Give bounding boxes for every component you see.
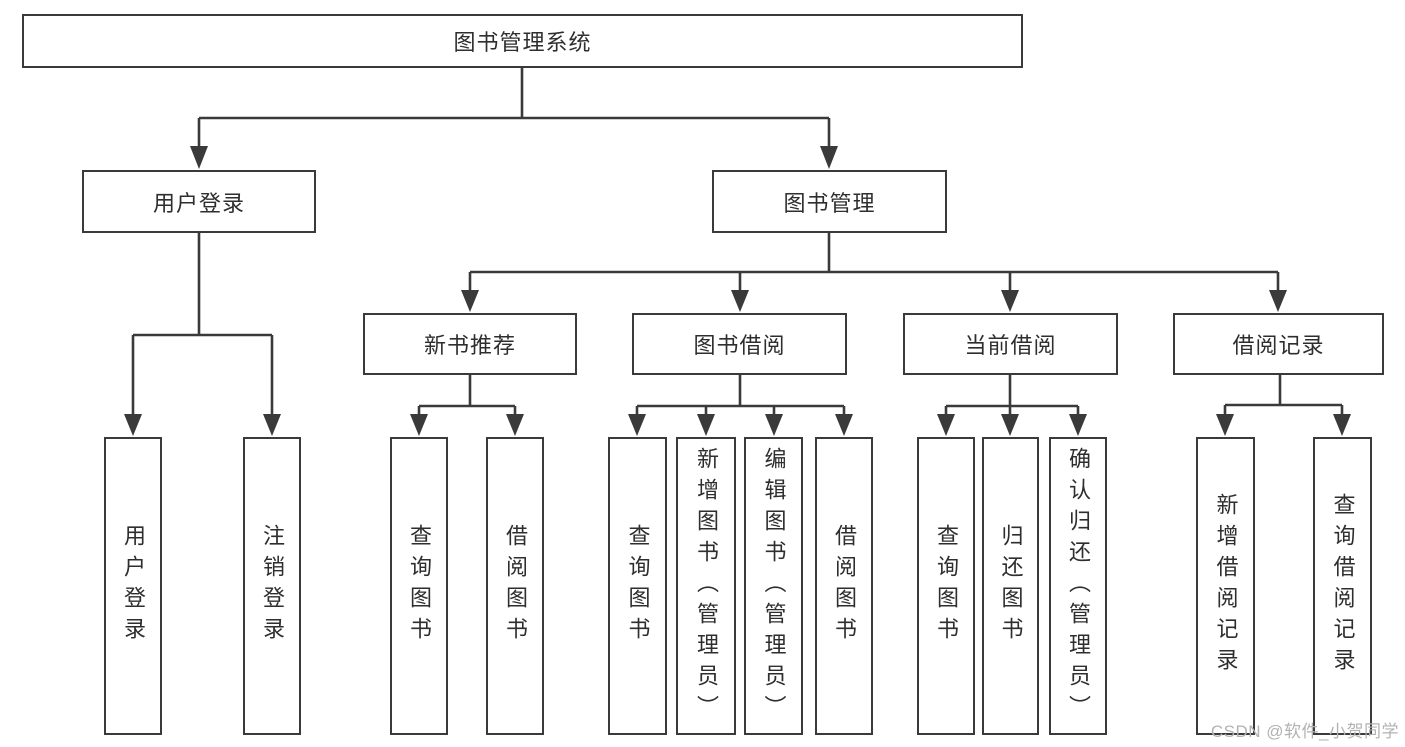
leaf-query-borrow-record-label: 查询借阅记录 (1330, 493, 1356, 679)
node-book-management: 图书管理 (712, 170, 947, 233)
arrowhead (1001, 290, 1019, 312)
arrowhead (820, 146, 838, 169)
leaf-return-books-label: 归还图书 (998, 524, 1024, 648)
arrowhead (628, 414, 646, 436)
node-book-borrowing-label: 图书借阅 (693, 333, 786, 358)
leaf-borrow-books-borrowing: 借阅图书 (815, 437, 873, 735)
leaf-confirm-return-admin: 确认归还（管理员） (1049, 437, 1107, 735)
node-user-login: 用户登录 (82, 170, 316, 233)
arrowhead (1216, 414, 1234, 436)
leaf-query-borrow-record: 查询借阅记录 (1313, 437, 1372, 735)
arrowhead (765, 414, 783, 436)
arrowhead (937, 414, 955, 436)
arrowhead (835, 414, 853, 436)
connector-borrowing-records-leaves (1223, 374, 1344, 414)
arrowhead (263, 414, 281, 436)
leaf-query-books-current-label: 查询图书 (934, 524, 959, 648)
node-new-book-recommendation-label: 新书推荐 (423, 333, 516, 358)
leaf-logout-label: 注销登录 (260, 524, 285, 648)
node-current-borrowing: 当前借阅 (903, 313, 1118, 375)
arrowhead (697, 414, 715, 436)
leaf-query-books-borrowing: 查询图书 (608, 437, 667, 735)
leaf-query-books-borrowing-label: 查询图书 (625, 524, 651, 648)
leaf-edit-book-admin-label: 编辑图书（管理员） (761, 446, 787, 726)
leaf-borrow-books-recommend: 借阅图书 (486, 437, 544, 735)
leaf-add-book-admin: 新增图书（管理员） (676, 437, 736, 735)
arrowhead (731, 290, 749, 312)
arrowhead (1001, 414, 1019, 436)
leaf-query-books-current: 查询图书 (917, 437, 975, 735)
leaf-add-borrow-record-label: 新增借阅记录 (1213, 493, 1239, 679)
leaf-borrow-books-borrowing-label: 借阅图书 (832, 524, 857, 648)
arrowhead (124, 414, 142, 436)
node-user-login-label: 用户登录 (152, 190, 245, 216)
leaf-return-books: 归还图书 (982, 437, 1039, 735)
connector-book-borrowing-leaves (635, 374, 846, 414)
node-borrowing-records-label: 借阅记录 (1232, 333, 1325, 358)
arrowhead (1333, 414, 1351, 436)
leaf-user-login: 用户登录 (104, 437, 162, 735)
node-library-system-label: 图书管理系统 (453, 30, 592, 55)
node-library-system: 图书管理系统 (22, 14, 1023, 68)
node-book-borrowing: 图书借阅 (632, 313, 847, 375)
arrowhead (1269, 290, 1287, 312)
watermark: CSDN @软件_小贺同学 (1210, 722, 1399, 741)
leaf-edit-book-admin: 编辑图书（管理员） (744, 437, 803, 735)
leaf-borrow-books-recommend-label: 借阅图书 (503, 524, 528, 648)
node-new-book-recommendation: 新书推荐 (363, 313, 577, 375)
connector-root-branches (197, 67, 831, 147)
connector-user-login-leaves (131, 232, 274, 414)
leaf-query-books-recommend-label: 查询图书 (407, 524, 432, 648)
arrowhead (410, 414, 428, 436)
node-book-management-label: 图书管理 (783, 190, 876, 216)
leaf-confirm-return-admin-label: 确认归还（管理员） (1066, 446, 1091, 726)
leaf-add-book-admin-label: 新增图书（管理员） (694, 446, 719, 726)
node-current-borrowing-label: 当前借阅 (964, 333, 1057, 358)
leaf-logout: 注销登录 (243, 437, 301, 735)
connector-book-management-branches (468, 232, 1280, 290)
connector-current-borrowing-leaves (944, 374, 1080, 414)
arrowhead (1069, 414, 1087, 436)
connector-new-book-leaves (417, 374, 517, 414)
leaf-user-login-label: 用户登录 (121, 524, 146, 648)
arrowhead (461, 290, 479, 312)
arrowhead (506, 414, 524, 436)
leaf-add-borrow-record: 新增借阅记录 (1196, 437, 1255, 735)
leaf-query-books-recommend: 查询图书 (390, 437, 448, 735)
arrowhead (190, 146, 208, 169)
node-borrowing-records: 借阅记录 (1173, 313, 1384, 375)
